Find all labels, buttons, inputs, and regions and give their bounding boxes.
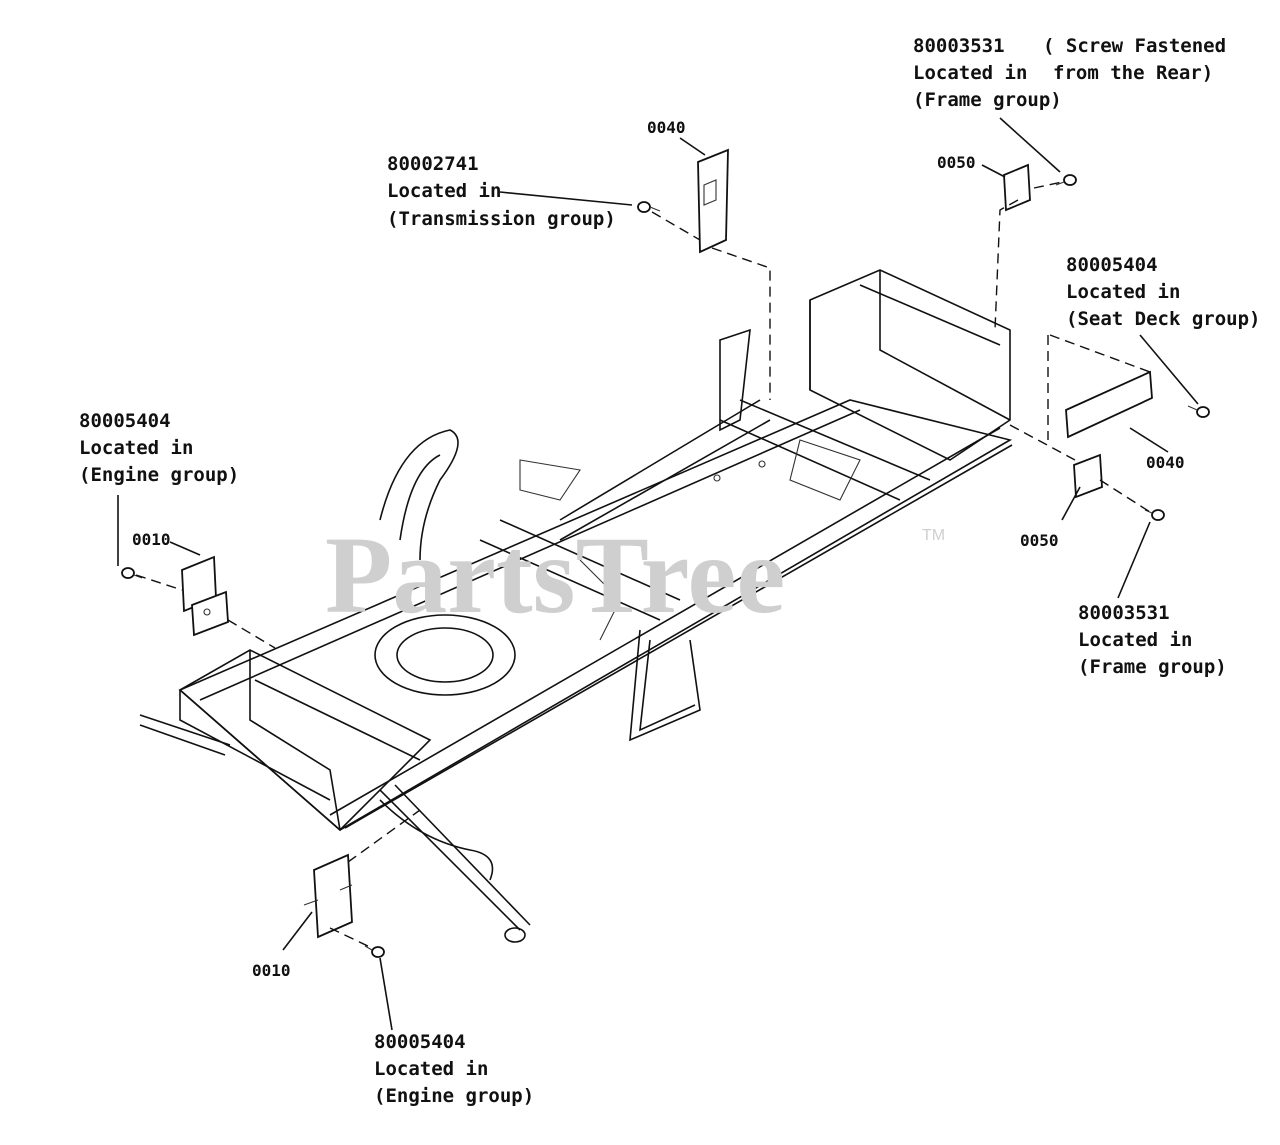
item-0040-top: 0040: [647, 118, 686, 137]
note-line-1: ( Screw Fastened: [1043, 35, 1226, 57]
location-line: Located in: [374, 1058, 488, 1080]
watermark-text: PartsTree: [325, 514, 785, 636]
watermark-trademark: TM: [922, 527, 945, 544]
item-0050-top: 0050: [937, 153, 976, 172]
group-line: (Seat Deck group): [1066, 308, 1260, 330]
part-number: 80005404: [1066, 254, 1158, 276]
part-0010-bottom-bracket: [303, 853, 353, 939]
screw-icon: [1055, 174, 1077, 186]
location-line: Located in: [79, 437, 193, 459]
group-line: (Engine group): [79, 464, 239, 486]
callout-engine-left: 80005404 Located in (Engine group): [79, 410, 239, 486]
group-line: (Transmission group): [387, 208, 616, 230]
location-line: Located in: [913, 62, 1027, 84]
group-line: (Frame group): [913, 89, 1062, 111]
part-number: 80005404: [374, 1031, 466, 1053]
callout-engine-bottom: 80005404 Located in (Engine group): [374, 1031, 534, 1107]
note-line-2: from the Rear): [1053, 62, 1213, 84]
part-0040-top-plate: [697, 148, 729, 254]
assembly-lines: [135, 181, 1151, 949]
item-0010-bottom: 0010: [252, 961, 291, 980]
item-0040-right: 0040: [1146, 453, 1185, 472]
screw-icon: [364, 945, 385, 958]
part-0010-left-bracket: [181, 555, 229, 637]
callout-transmission: 80002741 Located in (Transmission group): [387, 153, 616, 230]
callout-screw-note: ( Screw Fastened from the Rear): [1043, 35, 1226, 84]
location-line: Located in: [1066, 281, 1180, 303]
screw-icon: [637, 201, 661, 213]
part-0050-right-plate: [1073, 453, 1103, 499]
item-0010-left: 0010: [132, 530, 171, 549]
callout-frame-top: 80003531 Located in (Frame group): [913, 35, 1062, 111]
group-line: (Frame group): [1078, 656, 1227, 678]
screw-icon: [1187, 405, 1210, 418]
screw-icon: [121, 567, 143, 579]
part-number: 80003531: [1078, 602, 1170, 624]
leader-lines: [117, 117, 1199, 1031]
callout-seat-deck: 80005404 Located in (Seat Deck group): [1066, 254, 1260, 330]
location-line: Located in: [387, 180, 501, 202]
group-line: (Engine group): [374, 1085, 534, 1107]
part-number: 80003531: [913, 35, 1005, 57]
part-number: 80005404: [79, 410, 171, 432]
item-0050-right: 0050: [1020, 531, 1059, 550]
callout-frame-right: 80003531 Located in (Frame group): [1078, 602, 1227, 678]
part-number: 80002741: [387, 153, 479, 175]
part-0050-top-plate: [1003, 163, 1031, 212]
screw-icons: [121, 174, 1210, 958]
location-line: Located in: [1078, 629, 1192, 651]
part-0040-right-plate: [1065, 370, 1153, 439]
screw-icon: [1144, 509, 1165, 521]
tractor-frame: [139, 269, 1013, 943]
